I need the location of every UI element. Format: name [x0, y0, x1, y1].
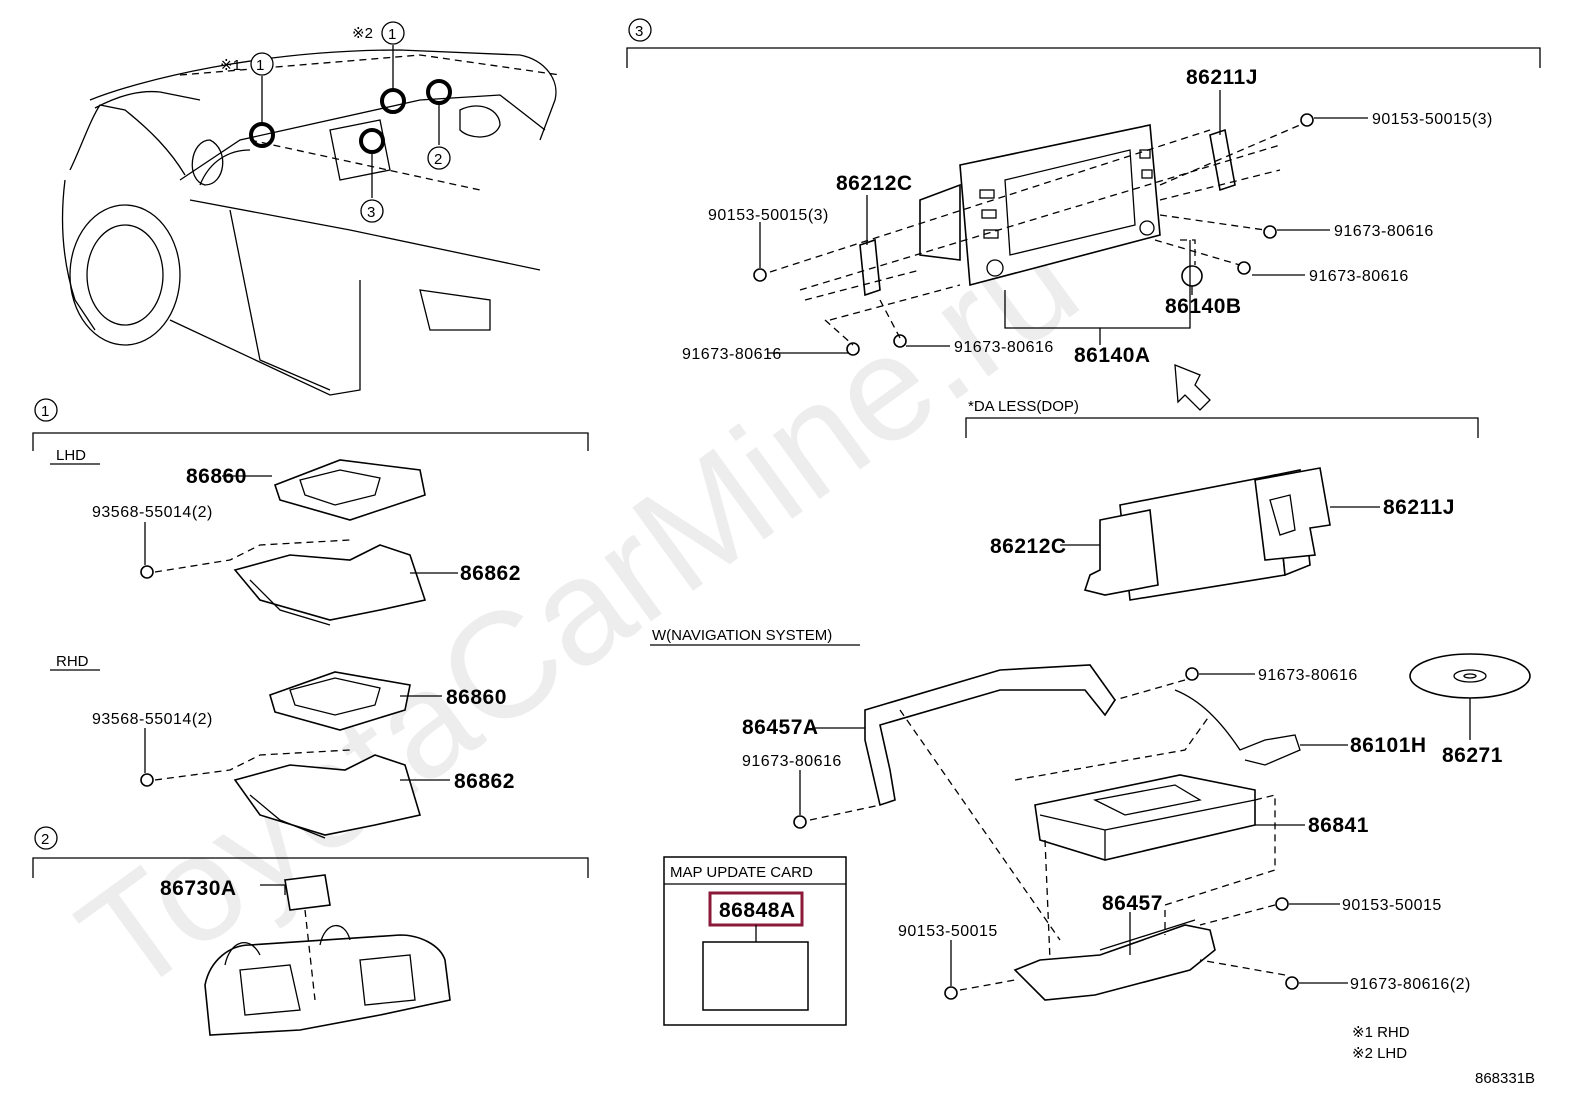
map-card-part-86848A: 86848A: [719, 899, 796, 922]
nav-part-91673-80616-left: 91673-80616: [742, 753, 842, 770]
nav-part-91673-80616-2: 91673-80616(2): [1350, 976, 1471, 993]
section-1-badge: 1: [41, 403, 49, 420]
nav-part-86457: 86457: [1102, 892, 1163, 915]
rhd-ecu-illustration: [140, 671, 450, 839]
lhd-label: LHD: [56, 447, 86, 464]
nav-part-91673-80616-top: 91673-80616: [1258, 667, 1358, 684]
rhd-part-86860: 86860: [446, 686, 507, 709]
part-86140A: 86140A: [1074, 344, 1151, 367]
callout-num-1b: 1: [388, 26, 396, 43]
display-unit-illustration: [753, 90, 1368, 411]
part-91673-80616-right-b: 91673-80616: [1309, 268, 1409, 285]
section-3-badge: 3: [635, 23, 643, 40]
watermark: ToyotaCarMine.ru: [50, 194, 1106, 1026]
da-less-part-86212C: 86212C: [990, 535, 1067, 558]
legend-rhd: ※1 RHD: [1352, 1024, 1410, 1041]
da-less-unit-illustration: [1060, 467, 1380, 601]
footer-code: 868331B: [1475, 1070, 1535, 1087]
rhd-label: RHD: [56, 653, 89, 670]
lhd-part-86862: 86862: [460, 562, 521, 585]
part-86212C: 86212C: [836, 172, 913, 195]
nav-label: W(NAVIGATION SYSTEM): [652, 627, 832, 644]
overhead-console-illustration: [204, 874, 451, 1036]
rhd-part-86862: 86862: [454, 770, 515, 793]
nav-part-90153-50015-right: 90153-50015: [1342, 897, 1442, 914]
callout-num-3: 3: [367, 204, 375, 221]
section-1-bracket: [32, 432, 589, 451]
lhd-part-86860: 86860: [186, 465, 247, 488]
car-interior-illustration: [61, 21, 561, 396]
section-2-badge: 2: [41, 831, 49, 848]
part-86140B: 86140B: [1165, 295, 1242, 318]
map-card-title: MAP UPDATE CARD: [670, 864, 813, 881]
nav-part-86271: 86271: [1442, 744, 1503, 767]
da-less-bracket: [965, 417, 1479, 438]
part-86211J: 86211J: [1186, 66, 1258, 89]
part-86730A: 86730A: [160, 877, 237, 900]
callout-num-1a: 1: [256, 57, 264, 74]
legend-lhd: ※2 LHD: [1352, 1045, 1407, 1062]
lhd-ecu-illustration: [140, 459, 458, 626]
part-91673-80616-right-a: 91673-80616: [1334, 223, 1434, 240]
lhd-part-93568-55014: 93568-55014(2): [92, 504, 213, 521]
nav-part-90153-50015-left: 90153-50015: [898, 923, 998, 940]
nav-part-86841: 86841: [1308, 814, 1369, 837]
part-91673-80616-bottom-mid: 91673-80616: [954, 339, 1054, 356]
navigation-unit-illustration: [793, 653, 1531, 1001]
map-card-part-highlight[interactable]: [708, 891, 804, 927]
part-90153-50015-3-left: 90153-50015(3): [708, 207, 829, 224]
section-3-bracket: [626, 47, 1541, 68]
section-2-bracket: [32, 857, 589, 878]
map-card-illustration: [702, 941, 809, 1011]
nav-part-86457A: 86457A: [742, 716, 819, 739]
rhd-part-93568-55014: 93568-55014(2): [92, 711, 213, 728]
nav-part-86101H: 86101H: [1350, 734, 1427, 757]
callout-mark-x1: ※1: [220, 57, 241, 74]
callout-num-2: 2: [434, 151, 442, 168]
da-less-part-86211J: 86211J: [1383, 496, 1455, 519]
part-91673-80616-bottom-left: 91673-80616: [682, 346, 782, 363]
callout-mark-x2: ※2: [352, 25, 373, 42]
da-less-label: *DA LESS(DOP): [968, 398, 1079, 415]
part-90153-50015-3-right: 90153-50015(3): [1372, 111, 1493, 128]
